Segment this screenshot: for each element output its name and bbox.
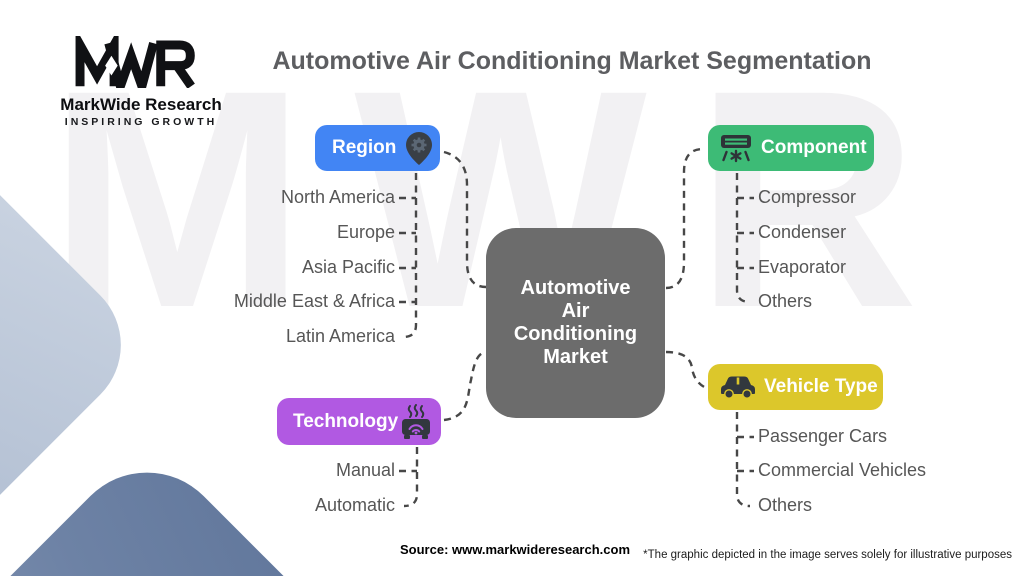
connector-region-to-center (443, 150, 487, 289)
segment-item-vehicle-others: Others (758, 495, 813, 515)
segment-item-manual: Manual (335, 460, 395, 480)
segment-item-compressor: Compressor (758, 187, 857, 207)
segment-item-commercial-vehicles: Commercial Vehicles (758, 460, 927, 480)
segment-item-europe: Europe (336, 222, 395, 242)
connector-component-collector (735, 173, 751, 304)
branch-box-component: Component (708, 125, 874, 171)
branch-box-region: Region (315, 125, 440, 171)
branch-label-component: Component (761, 137, 867, 158)
central-market-node: Automotive Air Conditioning Market (486, 228, 665, 418)
source-attribution: Source: www.markwideresearch.com (400, 542, 631, 557)
segment-item-latin-america: Latin America (285, 326, 395, 346)
connector-vehicle-collector (735, 412, 751, 508)
air-conditioner-icon (720, 133, 752, 163)
segment-item-asia-pacific: Asia Pacific (301, 257, 395, 277)
branch-label-region: Region (332, 137, 397, 158)
map-pin-gear-icon (406, 131, 432, 165)
central-node-line: Air (561, 300, 590, 322)
segment-item-condenser: Condenser (758, 222, 847, 242)
segment-item-middle-east-africa: Middle East & Africa (233, 291, 395, 311)
disclaimer-text: *The graphic depicted in the image serve… (643, 549, 1012, 561)
segment-item-passenger-cars: Passenger Cars (758, 426, 888, 446)
smart-climate-device-icon (399, 403, 433, 440)
central-node-line: Market (543, 346, 608, 368)
branch-label-technology: Technology (293, 410, 399, 432)
logo-tagline: INSPIRING GROWTH (64, 116, 218, 128)
segment-item-component-others: Others (758, 291, 813, 311)
central-node-line: Conditioning (513, 323, 638, 345)
connector-center-to-vehicle-type (665, 350, 707, 390)
central-node-line: Automotive (520, 277, 631, 299)
connector-region-collector (402, 173, 418, 339)
branch-label-vehicle-type: Vehicle Type (764, 376, 878, 397)
car-icon (721, 375, 755, 399)
connector-center-to-component (665, 147, 704, 290)
background-watermark: MWR (48, 25, 967, 372)
markwide-logo: MarkWide Research INSPIRING GROWTH (38, 27, 244, 128)
segment-item-evaporator: Evaporator (758, 257, 847, 277)
branch-box-vehicle-type: Vehicle Type (708, 364, 883, 410)
connector-technology-to-center (443, 350, 487, 422)
connector-technology-collector (403, 447, 419, 508)
mwr-logo-icon (75, 27, 195, 102)
segment-item-north-america: North America (280, 187, 395, 207)
page-title: Automotive Air Conditioning Market Segme… (272, 47, 872, 75)
branch-box-technology: Technology (277, 398, 441, 445)
segment-item-automatic: Automatic (314, 495, 395, 515)
logo-company-name: MarkWide Research (60, 95, 222, 114)
